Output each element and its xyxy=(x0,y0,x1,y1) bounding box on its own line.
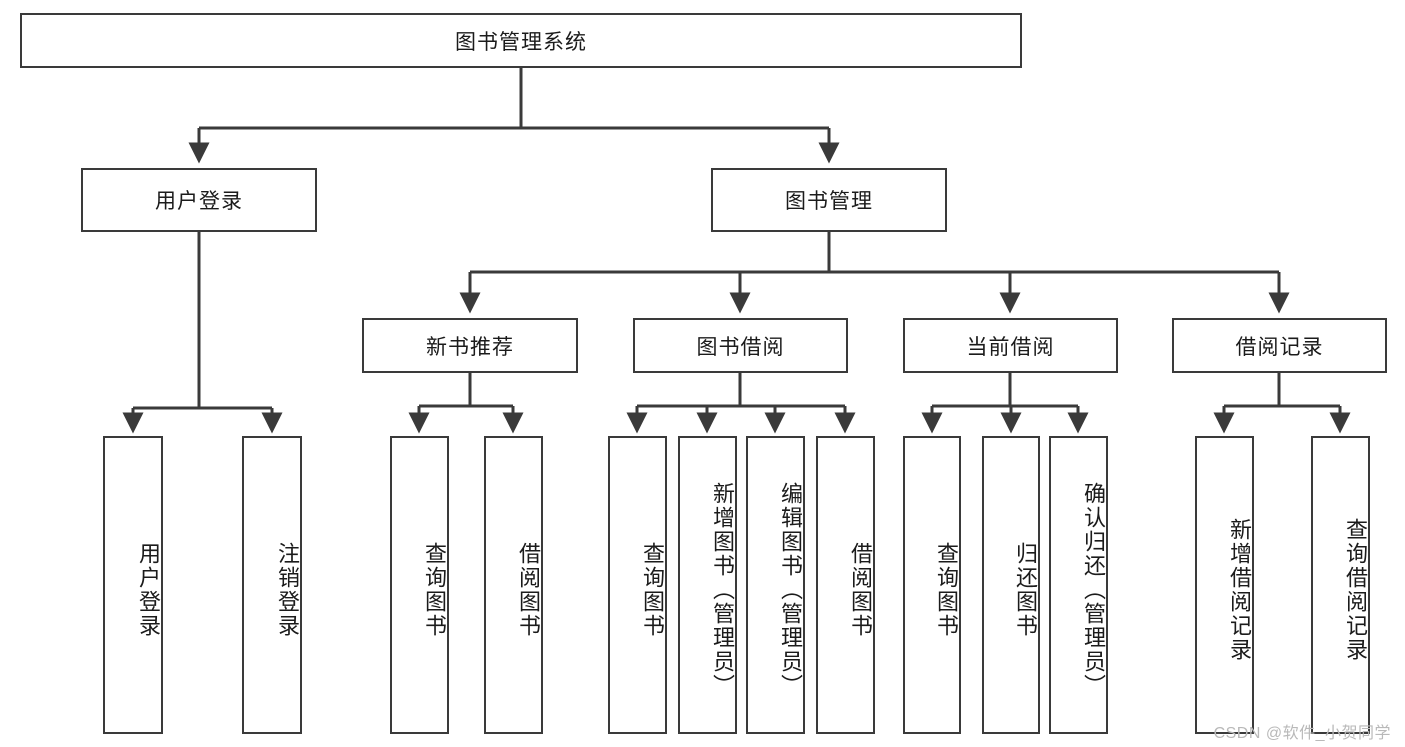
leaf-borrow-book-recommend[interactable]: 借阅图书 xyxy=(484,436,543,734)
leaf-query-book-current[interactable]: 查询图书 xyxy=(903,436,961,734)
node-label: 查询借阅记录 xyxy=(1343,518,1368,662)
node-new-book-recommend[interactable]: 新书推荐 xyxy=(362,318,578,373)
leaf-borrow-book[interactable]: 借阅图书 xyxy=(816,436,875,734)
node-label: 确认归还（管理员） xyxy=(1081,482,1106,698)
node-label: 图书管理 xyxy=(785,190,873,213)
node-label: 图书借阅 xyxy=(696,335,785,359)
node-label: 新增图书（管理员） xyxy=(710,482,735,698)
node-label: 归还图书 xyxy=(1013,542,1038,638)
leaf-query-book-recommend[interactable]: 查询图书 xyxy=(390,436,449,734)
node-label: 图书管理系统 xyxy=(455,30,587,54)
node-user-login[interactable]: 用户登录 xyxy=(81,168,317,232)
node-label: 用户登录 xyxy=(155,190,243,213)
leaf-logout[interactable]: 注销登录 xyxy=(242,436,302,734)
node-label: 注销登录 xyxy=(275,542,300,638)
node-borrow-record[interactable]: 借阅记录 xyxy=(1172,318,1387,373)
leaf-user-login[interactable]: 用户登录 xyxy=(103,436,163,734)
node-label: 新增借阅记录 xyxy=(1227,518,1252,662)
leaf-add-borrow-record[interactable]: 新增借阅记录 xyxy=(1195,436,1254,734)
node-label: 当前借阅 xyxy=(966,335,1055,359)
node-label: 用户登录 xyxy=(136,542,161,638)
leaf-return-book[interactable]: 归还图书 xyxy=(982,436,1040,734)
node-label: 查询图书 xyxy=(422,542,447,638)
node-label: 新书推荐 xyxy=(426,335,514,359)
node-label: 查询图书 xyxy=(934,542,959,638)
node-book-borrow[interactable]: 图书借阅 xyxy=(633,318,848,373)
leaf-add-book-admin[interactable]: 新增图书（管理员） xyxy=(678,436,737,734)
node-label: 编辑图书（管理员） xyxy=(778,482,803,698)
leaf-edit-book-admin[interactable]: 编辑图书（管理员） xyxy=(746,436,805,734)
node-label: 借阅图书 xyxy=(848,542,873,638)
watermark: CSDN @软件_小贺同学 xyxy=(1213,725,1391,742)
leaf-confirm-return-admin[interactable]: 确认归还（管理员） xyxy=(1049,436,1108,734)
leaf-query-book-borrow[interactable]: 查询图书 xyxy=(608,436,667,734)
node-label: 借阅图书 xyxy=(516,542,541,638)
node-root-book-management-system[interactable]: 图书管理系统 xyxy=(20,13,1022,68)
node-label: 借阅记录 xyxy=(1235,335,1324,359)
leaf-query-borrow-record[interactable]: 查询借阅记录 xyxy=(1311,436,1370,734)
node-current-borrow[interactable]: 当前借阅 xyxy=(903,318,1118,373)
node-book-management[interactable]: 图书管理 xyxy=(711,168,947,232)
node-label: 查询图书 xyxy=(640,542,665,638)
